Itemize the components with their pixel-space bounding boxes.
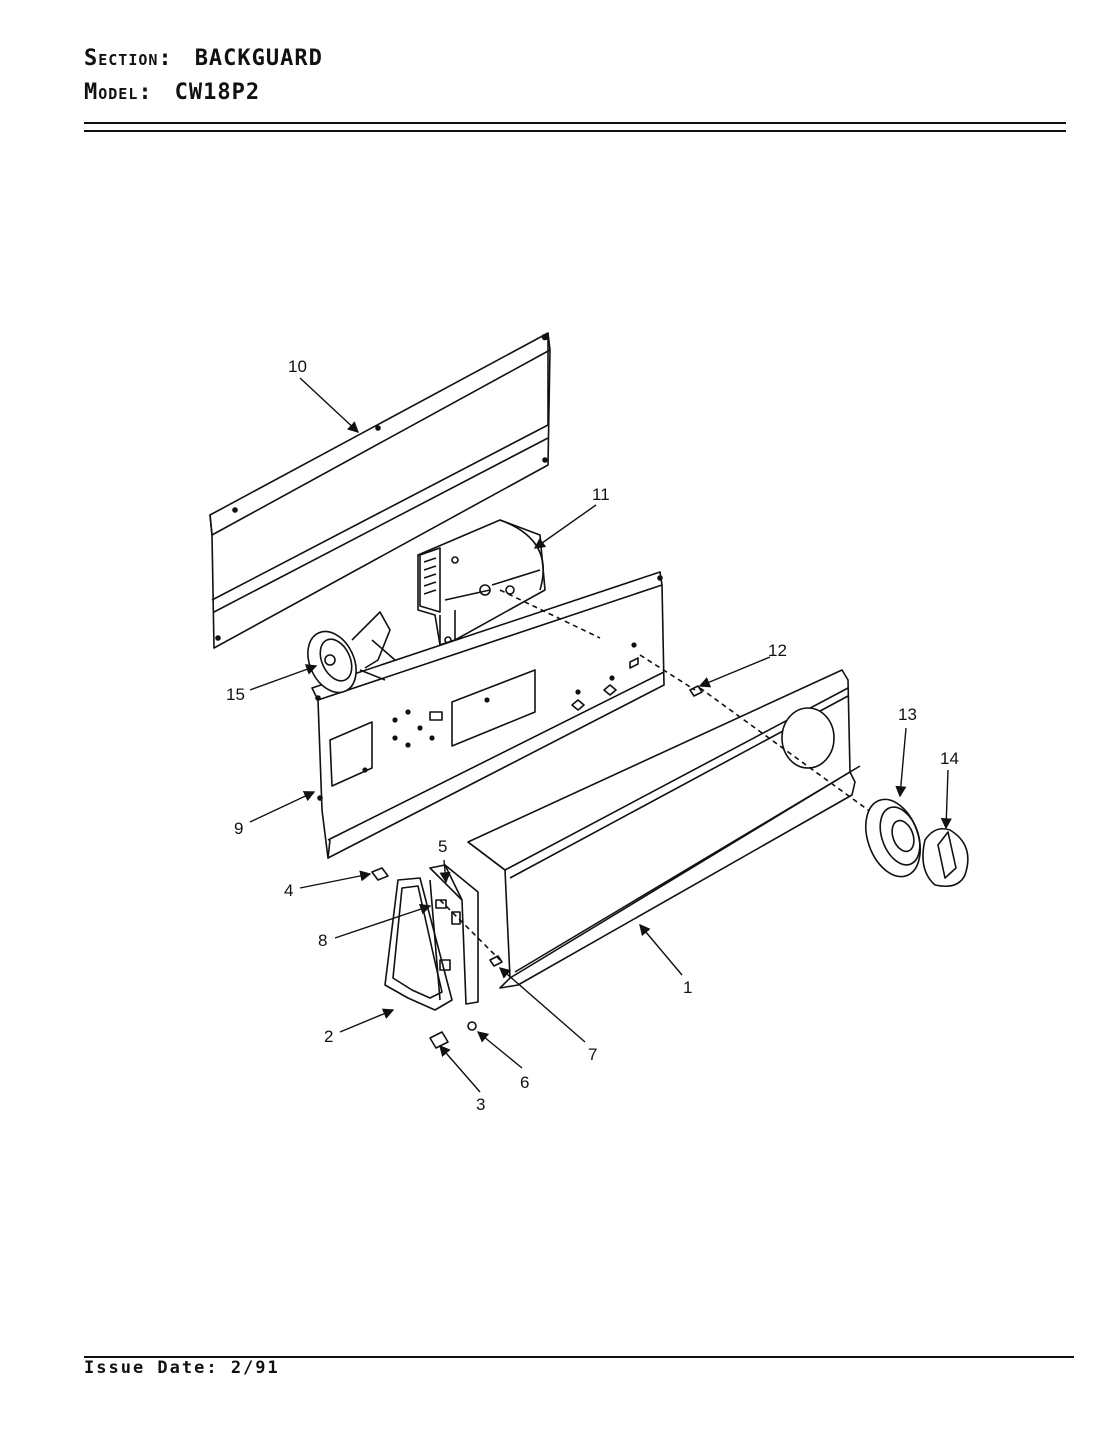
leader-5 bbox=[439, 859, 451, 884]
model-heading: Model: CW18P2 bbox=[84, 80, 260, 105]
leader-3 bbox=[439, 1044, 481, 1093]
callout-4: 4 bbox=[284, 881, 293, 900]
callout-6: 6 bbox=[520, 1073, 529, 1092]
model-value: CW18P2 bbox=[174, 80, 261, 105]
section-value: BACKGUARD bbox=[194, 46, 323, 71]
header-rule-bottom bbox=[84, 130, 1066, 132]
part-12-screw bbox=[689, 685, 703, 697]
callout-12: 12 bbox=[768, 641, 787, 660]
callout-8: 8 bbox=[318, 931, 327, 950]
callout-3: 3 bbox=[476, 1095, 485, 1114]
leader-14 bbox=[940, 769, 952, 830]
part-1-console-shell bbox=[467, 669, 876, 989]
callout-2: 2 bbox=[324, 1027, 333, 1046]
issue-date: Issue Date: 2/91 bbox=[84, 1358, 280, 1378]
leader-7 bbox=[498, 967, 586, 1043]
leader-9 bbox=[249, 791, 316, 823]
callout-15: 15 bbox=[226, 685, 245, 704]
footer-rule bbox=[84, 1356, 1074, 1358]
leader-13 bbox=[895, 727, 907, 798]
leader-11 bbox=[533, 504, 597, 549]
part-6-screw bbox=[467, 1021, 477, 1031]
section-heading: Section: BACKGUARD bbox=[84, 46, 323, 71]
section-label: Section: bbox=[84, 46, 173, 71]
part-7-screw bbox=[489, 955, 503, 967]
leader-10 bbox=[299, 377, 360, 433]
leader-6 bbox=[476, 1031, 523, 1069]
leader-1 bbox=[639, 923, 683, 976]
callout-11: 11 bbox=[592, 485, 610, 504]
callout-10: 10 bbox=[288, 357, 307, 376]
callout-1: 1 bbox=[683, 978, 692, 997]
leader-12 bbox=[698, 656, 771, 688]
leader-8 bbox=[334, 903, 432, 939]
leader-2 bbox=[339, 1008, 395, 1033]
guide-line bbox=[639, 654, 696, 691]
model-label: Model: bbox=[84, 80, 153, 105]
callout-7: 7 bbox=[588, 1045, 597, 1064]
leader-15 bbox=[249, 664, 318, 691]
callout-14: 14 bbox=[940, 749, 959, 768]
part-10-rear-panel bbox=[209, 332, 551, 649]
part-9-control-panel bbox=[311, 571, 665, 859]
callout-9: 9 bbox=[234, 819, 243, 838]
leader-4 bbox=[299, 870, 372, 889]
part-8-end-cap bbox=[384, 877, 453, 1011]
callout-13: 13 bbox=[898, 705, 917, 724]
part-13-knob-skirt bbox=[865, 798, 921, 878]
part-3-clip bbox=[429, 1031, 449, 1049]
header-rule-top bbox=[84, 122, 1066, 124]
part-4-clip bbox=[371, 867, 389, 881]
part-14-knob bbox=[922, 827, 969, 888]
callout-5: 5 bbox=[438, 837, 447, 856]
guide-line bbox=[499, 589, 601, 639]
